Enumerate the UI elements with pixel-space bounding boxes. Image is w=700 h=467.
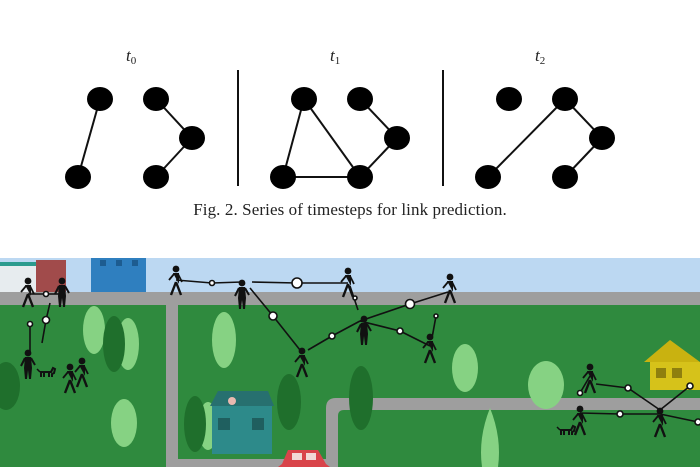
social-network-illustration [0,258,700,467]
figure-caption: Fig. 2. Series of timesteps for link pre… [193,200,507,219]
panel-label-t2: t2 [535,46,545,67]
graph-node [384,126,410,150]
tree-icon [83,306,564,467]
graph-node [552,165,578,189]
graph-node [552,87,578,111]
graph-node [496,87,522,111]
graph-edge [303,98,361,178]
link-prediction-figure: t0 t1 t2 [65,46,615,189]
panel-label-t1: t1 [330,46,340,67]
graph-node [143,165,169,189]
panel-label-t0: t0 [126,46,137,67]
graph-node [143,87,169,111]
house-icon [644,340,700,390]
graph-nodes-t1 [270,87,410,189]
graph-node [179,126,205,150]
graph-panel-t2 [487,98,603,178]
graph-edge [487,98,566,178]
graph-node [65,165,91,189]
graph-node [475,165,501,189]
graph-node [347,165,373,189]
graph-nodes-t0 [65,87,205,189]
graph-edge [77,98,101,178]
graph-node [87,87,113,111]
graph-node [589,126,615,150]
side-road [166,305,178,467]
top-road [0,292,700,305]
lower-road [178,398,700,467]
house-icon [210,391,274,454]
graph-panel-t0 [77,98,193,178]
graph-nodes-t2 [475,87,615,189]
graph-node [270,165,296,189]
graph-node [347,87,373,111]
graph-node [291,87,317,111]
network-node-icon [26,277,700,426]
tree-icon [0,316,373,452]
graph-panel-t1 [282,98,398,178]
graph-edge [282,98,305,178]
car-icon [278,450,330,467]
